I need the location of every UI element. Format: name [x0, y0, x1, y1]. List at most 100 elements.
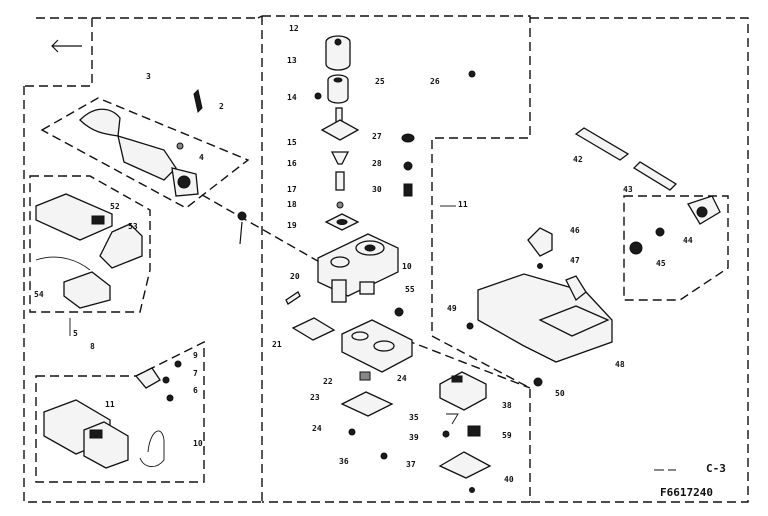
part-label-p54: 54: [34, 290, 44, 299]
nut-part-44: [655, 227, 665, 237]
part-label-p30: 30: [372, 185, 382, 194]
part-label-p59: 59: [502, 431, 512, 440]
screw-part-26: [468, 70, 476, 78]
screw-part-47: [537, 263, 543, 269]
part-label-p39: 39: [409, 433, 419, 442]
part-label-p24b: 24: [312, 424, 322, 433]
part-label-p18: 18: [287, 200, 297, 209]
part-label-p5: 5: [73, 329, 78, 338]
part-label-p52: 52: [110, 202, 120, 211]
page-code: C-3: [706, 462, 726, 475]
screw-part-39: [442, 430, 450, 438]
part-label-p11b: 11: [105, 400, 115, 409]
part-label-p27: 27: [372, 132, 382, 141]
part-label-p9: 9: [193, 351, 198, 360]
pilot-group-border: [40, 97, 250, 209]
part-label-p37: 37: [406, 460, 416, 469]
part-label-p40: 40: [504, 475, 514, 484]
part-label-p42: 42: [573, 155, 583, 164]
part-label-p43: 43: [623, 185, 633, 194]
part-label-p13: 13: [287, 56, 297, 65]
switch-part-38: [439, 371, 487, 411]
nut-part-4: [176, 142, 184, 150]
left-group-border: [29, 175, 151, 313]
pin-part-17: [335, 171, 345, 191]
part-label-p38: 38: [502, 401, 512, 410]
model-number: F6617240: [660, 486, 713, 499]
lower-left-group-border: [35, 340, 205, 483]
spring-part-35: [446, 413, 459, 425]
center-group-border: [261, 15, 531, 502]
thermocouple-part-52: [35, 193, 113, 241]
part-label-p28: 28: [372, 159, 382, 168]
part-label-p21: 21: [272, 340, 282, 349]
spring-part-16: [330, 151, 350, 165]
top-left-arrow: [51, 39, 82, 53]
screw-shaft: [239, 221, 243, 245]
part-label-p45: 45: [656, 259, 666, 268]
screw-part-24: [348, 428, 356, 436]
ring-part-18: [336, 201, 344, 209]
switch-bracket-part-11: [43, 399, 129, 469]
gasket-part-19: [324, 213, 360, 231]
part-label-p50: 50: [555, 389, 565, 398]
tube-part-42: [574, 127, 678, 191]
screw-part-40: [469, 487, 475, 493]
part-label-p4: 4: [199, 153, 204, 162]
valve-body-part-10: [317, 233, 399, 303]
pilot-assembly-part-3: [79, 108, 199, 197]
part-label-p16: 16: [287, 159, 297, 168]
part-label-p46: 46: [570, 226, 580, 235]
wire-part-10: [139, 430, 165, 467]
block-part-53: [99, 223, 143, 269]
part-label-p10: 10: [402, 262, 412, 271]
stem-plate-part-15: [320, 107, 360, 141]
outer-border: [23, 15, 749, 503]
screw-part-30: [403, 183, 413, 197]
plate-part-23: [340, 391, 394, 417]
part-label-p55: 55: [405, 285, 415, 294]
cap-part-27: [401, 133, 415, 143]
part-label-p8: 8: [90, 342, 95, 351]
nut-part-28: [403, 161, 413, 171]
part-label-p7: 7: [193, 369, 198, 378]
screw-part-49: [466, 322, 474, 330]
top-left-bracket: [24, 17, 93, 87]
gasket-part-21: [291, 317, 336, 341]
ignitor-part-54: [35, 256, 111, 309]
part-label-p48: 48: [615, 360, 625, 369]
part-label-p49: 49: [447, 304, 457, 313]
part-label-p3: 3: [146, 72, 151, 81]
part-label-p10b: 10: [193, 439, 203, 448]
screw-part-2: [193, 89, 203, 113]
screw-part-14: [314, 92, 322, 100]
mounting-bracket-part-48: [477, 273, 613, 363]
part-label-p12: 12: [289, 24, 299, 33]
part-label-p23: 23: [310, 393, 320, 402]
part-label-p25: 25: [375, 77, 385, 86]
block-part-59: [467, 425, 481, 437]
screw-part-1: [237, 211, 247, 221]
bracket-part-46: [527, 227, 553, 257]
part-label-p6: 6: [193, 386, 198, 395]
part-label-p36: 36: [339, 457, 349, 466]
control-body-part-22: [341, 319, 413, 373]
screw-part-36: [380, 452, 388, 460]
part-label-p20: 20: [290, 272, 300, 281]
part-label-p2: 2: [219, 102, 224, 111]
part-label-p35: 35: [409, 413, 419, 422]
part-label-p24a: 24: [397, 374, 407, 383]
part-label-p19: 19: [287, 221, 297, 230]
burner-head-part-43: [687, 195, 721, 225]
part-label-p44: 44: [683, 236, 693, 245]
ring-part-45: [629, 241, 643, 255]
part-label-p47: 47: [570, 256, 580, 265]
leader-line-pilot-to-valve: [189, 187, 331, 269]
screw-part-20: [285, 291, 301, 305]
part-label-p17: 17: [287, 185, 297, 194]
part-label-p26: 26: [430, 77, 440, 86]
part-label-p11a: 11: [458, 200, 468, 209]
